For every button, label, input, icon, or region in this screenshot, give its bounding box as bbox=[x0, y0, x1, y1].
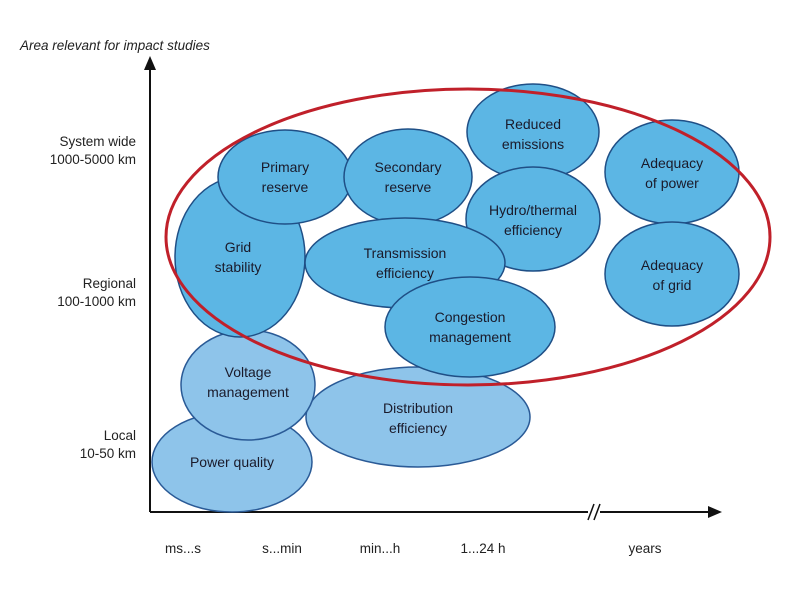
svg-text:management: management bbox=[207, 384, 289, 400]
svg-text:100-1000 km: 100-1000 km bbox=[57, 294, 136, 309]
bubble-congestion-management: Congestion management bbox=[384, 276, 556, 378]
svg-text:Regional: Regional bbox=[83, 276, 136, 291]
y-label-local: Local 10-50 km bbox=[80, 428, 136, 461]
svg-text:Secondary: Secondary bbox=[375, 159, 442, 175]
svg-text:1000-5000 km: 1000-5000 km bbox=[50, 152, 136, 167]
axis-break-icon bbox=[587, 503, 601, 521]
svg-text:of grid: of grid bbox=[653, 277, 692, 293]
y-axis-arrow-icon bbox=[144, 56, 156, 70]
y-label-system-wide: System wide 1000-5000 km bbox=[50, 134, 136, 167]
impact-study-highlight-ellipse bbox=[164, 87, 772, 387]
diagram-title: Area relevant for impact studies bbox=[19, 38, 210, 53]
svg-text:Voltage: Voltage bbox=[225, 364, 272, 380]
svg-text:emissions: emissions bbox=[502, 136, 564, 152]
svg-text:Congestion: Congestion bbox=[435, 309, 506, 325]
x-label-s-min: s...min bbox=[262, 541, 302, 556]
svg-text:stability: stability bbox=[215, 259, 262, 275]
svg-text:reserve: reserve bbox=[385, 179, 432, 195]
x-label-years: years bbox=[628, 541, 661, 556]
svg-text:efficiency: efficiency bbox=[376, 265, 434, 281]
x-axis-arrow-icon bbox=[708, 506, 722, 518]
svg-text:Reduced: Reduced bbox=[505, 116, 561, 132]
svg-text:Distribution: Distribution bbox=[383, 400, 453, 416]
svg-text:Grid: Grid bbox=[225, 239, 251, 255]
bubble-adequacy-of-grid: Adequacy of grid bbox=[604, 221, 740, 327]
svg-text:Adequacy: Adequacy bbox=[641, 155, 703, 171]
x-label-1-24h: 1...24 h bbox=[460, 541, 505, 556]
svg-text:Primary: Primary bbox=[261, 159, 309, 175]
svg-text:reserve: reserve bbox=[262, 179, 309, 195]
bubble-hydro-thermal-efficiency: Hydro/thermal efficiency bbox=[465, 166, 601, 272]
svg-text:efficiency: efficiency bbox=[504, 222, 562, 238]
svg-text:Local: Local bbox=[104, 428, 136, 443]
svg-text:10-50 km: 10-50 km bbox=[80, 446, 136, 461]
svg-text:Transmission: Transmission bbox=[364, 245, 447, 261]
bubble-primary-reserve: Primary reserve bbox=[217, 129, 353, 225]
svg-text:management: management bbox=[429, 329, 511, 345]
svg-text:efficiency: efficiency bbox=[389, 420, 447, 436]
x-label-min-h: min...h bbox=[360, 541, 401, 556]
svg-text:Hydro/thermal: Hydro/thermal bbox=[489, 202, 577, 218]
bubble-adequacy-of-power: Adequacy of power bbox=[604, 119, 740, 225]
bubble-voltage-management: Voltage management bbox=[180, 329, 316, 441]
x-label-ms-s: ms...s bbox=[165, 541, 201, 556]
y-label-regional: Regional 100-1000 km bbox=[57, 276, 136, 309]
bubble-secondary-reserve: Secondary reserve bbox=[343, 128, 473, 226]
svg-text:of power: of power bbox=[645, 175, 699, 191]
svg-text:System wide: System wide bbox=[59, 134, 136, 149]
svg-text:Power quality: Power quality bbox=[190, 454, 274, 470]
svg-text:Adequacy: Adequacy bbox=[641, 257, 703, 273]
bubble-reduced-emissions: Reduced emissions bbox=[466, 83, 600, 181]
